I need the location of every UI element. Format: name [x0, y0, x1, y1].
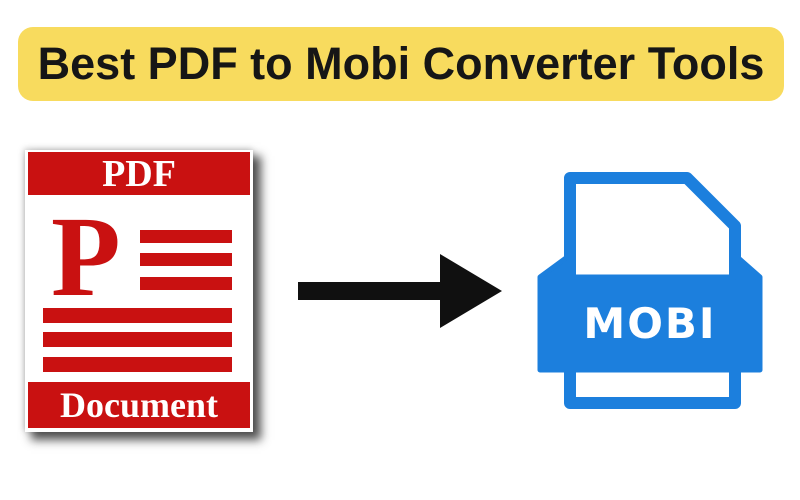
- pdf-header-band: PDF: [28, 152, 250, 195]
- pdf-footer-band: Document: [28, 382, 250, 428]
- mobi-file-icon: MOBI: [537, 172, 763, 409]
- title-banner: Best PDF to Mobi Converter Tools: [18, 27, 784, 101]
- pdf-footer-label: Document: [60, 385, 218, 425]
- pdf-text-line-full: [43, 308, 232, 323]
- pdf-text-line-full: [43, 332, 232, 347]
- right-arrow-icon: [298, 254, 502, 328]
- pdf-letter-p: P: [51, 193, 121, 320]
- mobi-label: MOBI: [583, 299, 716, 348]
- pdf-header-label: PDF: [102, 152, 176, 195]
- mobi-ribbon: [537, 252, 763, 373]
- pdf-text-line-full: [43, 357, 232, 372]
- page-title: Best PDF to Mobi Converter Tools: [37, 38, 765, 89]
- pdf-text-line-short: [140, 253, 232, 266]
- pdf-text-line-short: [140, 230, 232, 243]
- pdf-text-line-short: [140, 277, 232, 290]
- pdf-file-icon: PDF P Document: [25, 150, 253, 432]
